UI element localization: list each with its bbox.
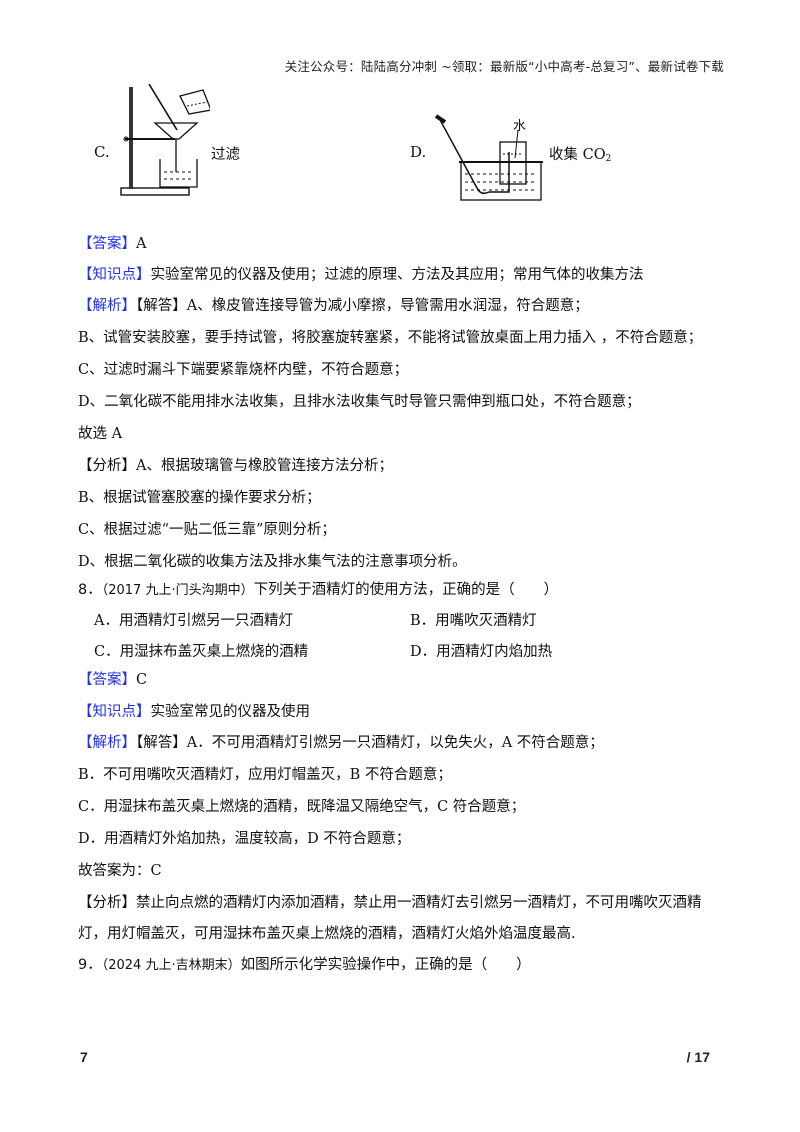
figure-d-caption: 收集 CO2 xyxy=(549,147,612,164)
filtration-apparatus-icon xyxy=(120,84,210,196)
figure-c-caption: 过滤 xyxy=(211,147,240,163)
page-number: 7 xyxy=(80,1049,88,1065)
q8-option-c: C．用湿抹布盖灭桌上燃烧的酒精 xyxy=(94,644,309,660)
q8-analysis-line-3: D．用酒精灯外焰加热，温度较高，D 不符合题意； xyxy=(78,831,411,847)
q7-conclusion: 故选 A xyxy=(78,426,123,442)
gas-collection-apparatus-icon: 水 xyxy=(434,114,543,201)
q8-analysis-line-2: C．用湿抹布盖灭桌上燃烧的酒精，既降温又隔绝空气，C 符合题意； xyxy=(78,799,526,815)
q8-analysis-line-1: B．不可用嘴吹灭酒精灯，应用灯帽盖灭，B 不符合题意； xyxy=(78,767,452,783)
header-promo-note: 关注公众号：陆陆高分冲刺 ~领取：最新版“小中高考-总复习”、最新试卷下载 xyxy=(284,59,724,74)
q8-answer: 【答案】C xyxy=(78,672,148,688)
q7-fenxi-0: 【分析】A、根据玻璃管与橡胶管连接方法分析； xyxy=(78,458,393,474)
q8-source: （2017 九上·门头沟期中） xyxy=(101,583,254,598)
q7-fenxi-2: C、根据过滤“一贴二低三靠”原则分析； xyxy=(78,522,336,538)
water-label: 水 xyxy=(513,119,526,134)
figure-d-label: D. xyxy=(410,143,427,161)
q7-analysis-line-3: D、二氧化碳不能用排水法收集，且排水法收集气时导管只需伸到瓶口处，不符合题意； xyxy=(78,394,641,410)
q8-conclusion: 故答案为：C xyxy=(78,863,162,879)
q7-answer: 【答案】A xyxy=(78,234,146,254)
figure-c-label: C. xyxy=(94,143,110,161)
q8-option-d: D．用酒精灯内焰加热 xyxy=(410,644,553,660)
knowledge-text: 实验室常见的仪器及使用；过滤的原理、方法及其应用；常用气体的收集方法 xyxy=(150,267,644,283)
q7-analysis-line-1: B、试管安装胶塞，要手持试管，将胶塞旋转塞紧，不能将试管放桌面上用力插入 ，不符… xyxy=(78,330,703,346)
q8-fenxi-1: 灯，用灯帽盖灭，可用湿抹布盖灭桌上燃烧的酒精，酒精灯火焰外焰温度最高. xyxy=(78,926,576,942)
q8-analysis-line-0: 【解析】【解答】A．不可用酒精灯引燃另一只酒精灯，以免失火，A 不符合题意； xyxy=(78,735,604,751)
q8-stem: 8．（2017 九上·门头沟期中）下列关于酒精灯的使用方法，正确的是（ ） xyxy=(78,582,559,598)
q9-source: （2024 九上·吉林期末） xyxy=(101,958,241,973)
q8-knowledge: 【知识点】实验室常见的仪器及使用 xyxy=(78,704,310,720)
q7-knowledge: 【知识点】实验室常见的仪器及使用；过滤的原理、方法及其应用；常用气体的收集方法 xyxy=(78,265,644,285)
q7-analysis-line-0: 【解析】【解答】A、橡皮管连接导管为减小摩擦，导管需用水润湿，符合题意； xyxy=(78,298,589,314)
answer-tag: 【答案】 xyxy=(78,236,136,252)
analysis-tag: 【解析】 xyxy=(78,298,136,314)
answer-value: A xyxy=(136,236,147,252)
q9-stem: 9．（2024 九上·吉林期末）如图所示化学实验操作中，正确的是（ ） xyxy=(78,957,531,973)
page-total: / 17 xyxy=(686,1049,710,1065)
knowledge-tag: 【知识点】 xyxy=(78,267,151,283)
q8-fenxi-0: 【分析】禁止向点燃的酒精灯内添加酒精，禁止用一酒精灯去引燃另一酒精灯，不可用嘴吹… xyxy=(78,895,702,911)
q8-option-b: B．用嘴吹灭酒精灯 xyxy=(410,613,537,629)
q7-fenxi-1: B、根据试管塞胶塞的操作要求分析； xyxy=(78,490,321,506)
q7-fenxi-3: D、根据二氧化碳的收集方法及排水集气法的注意事项分析。 xyxy=(78,554,467,570)
q8-option-a: A．用酒精灯引燃另一只酒精灯 xyxy=(94,613,293,629)
q7-analysis-line-2: C、过滤时漏斗下端要紧靠烧杯内壁，不符合题意； xyxy=(78,362,409,378)
